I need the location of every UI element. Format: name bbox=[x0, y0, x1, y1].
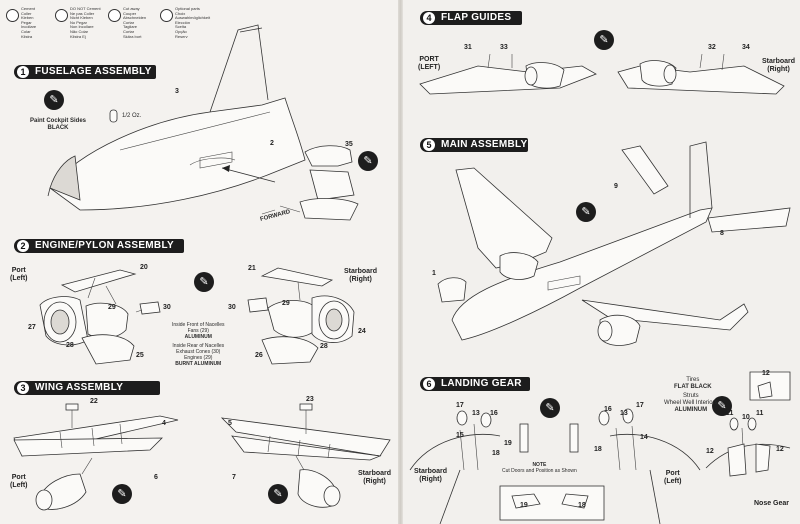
optional-icon bbox=[160, 9, 173, 22]
part-17: 17 bbox=[456, 402, 464, 409]
part-10: 10 bbox=[742, 414, 750, 421]
part-11: 11 bbox=[726, 410, 734, 417]
glue-tube-icon: ✎ bbox=[712, 396, 732, 416]
part-29: 29 bbox=[282, 300, 290, 307]
flap-port-drawing bbox=[419, 53, 597, 95]
part-12: 12 bbox=[762, 370, 770, 377]
part-35: 35 bbox=[345, 141, 353, 148]
weight-label: 1/2 Oz. bbox=[122, 113, 142, 119]
part-22: 22 bbox=[90, 398, 98, 405]
part-26: 26 bbox=[255, 352, 263, 359]
part-33: 33 bbox=[500, 44, 508, 51]
page-fold bbox=[398, 0, 403, 524]
part-23: 23 bbox=[306, 396, 314, 403]
port-label: PORT(LEFT) bbox=[418, 56, 441, 71]
main-assembly-drawing bbox=[437, 141, 791, 346]
part-16: 16 bbox=[490, 410, 498, 417]
part-20: 20 bbox=[140, 264, 148, 271]
port-label: Port(Left) bbox=[10, 267, 28, 282]
starboard-label: Starboard(Right) bbox=[344, 268, 378, 283]
glue-tube-icon: ✎ bbox=[594, 30, 614, 50]
part-11: 11 bbox=[756, 410, 764, 417]
port-label: Port(Left) bbox=[10, 474, 28, 489]
engine-starboard-drawing bbox=[247, 267, 355, 365]
part-13: 13 bbox=[472, 410, 480, 417]
part-28: 28 bbox=[320, 343, 328, 350]
part-18: 18 bbox=[492, 450, 500, 457]
no-glue-icon bbox=[55, 9, 68, 22]
part-4: 4 bbox=[162, 420, 166, 427]
part-5: 5 bbox=[228, 420, 232, 427]
part-2: 2 bbox=[270, 140, 274, 147]
brush-icon: ✎ bbox=[540, 398, 560, 418]
part-30: 30 bbox=[163, 304, 171, 311]
part-30: 30 bbox=[228, 304, 236, 311]
part-29: 29 bbox=[108, 304, 116, 311]
part-9: 9 bbox=[614, 183, 618, 190]
part-17: 17 bbox=[636, 402, 644, 409]
part-14: 14 bbox=[640, 434, 648, 441]
part-12: 12 bbox=[776, 446, 784, 453]
fuselage-drawing bbox=[47, 24, 359, 221]
part-24: 24 bbox=[358, 328, 366, 335]
glue-tube-icon: ✎ bbox=[112, 484, 132, 504]
glue-tube-icon: ✎ bbox=[268, 484, 288, 504]
part-19: 19 bbox=[504, 440, 512, 447]
starboard-label: Starboard(Right) bbox=[358, 470, 392, 485]
brush-icon: ✎ bbox=[44, 90, 64, 110]
part-27: 27 bbox=[28, 324, 36, 331]
part-13: 13 bbox=[620, 410, 628, 417]
glue-icon bbox=[6, 9, 19, 22]
part-18: 18 bbox=[578, 502, 586, 509]
part-7: 7 bbox=[232, 474, 236, 481]
part-3: 3 bbox=[175, 88, 179, 95]
part-32: 32 bbox=[708, 44, 716, 51]
brush-icon: ✎ bbox=[194, 272, 214, 292]
part-25: 25 bbox=[136, 352, 144, 359]
starboard-label: Starboard(Right) bbox=[414, 468, 448, 483]
wing-port-drawing bbox=[13, 403, 179, 511]
cut-icon bbox=[108, 9, 121, 22]
wing-starboard-drawing bbox=[220, 403, 391, 508]
part-8: 8 bbox=[720, 230, 724, 237]
nose-gear-label: Nose Gear bbox=[754, 500, 790, 507]
part-21: 21 bbox=[248, 265, 256, 272]
part-31: 31 bbox=[464, 44, 472, 51]
glue-tube-icon: ✎ bbox=[576, 202, 596, 222]
part-6: 6 bbox=[154, 474, 158, 481]
landing-gear-drawing bbox=[409, 371, 791, 524]
part-1: 1 bbox=[432, 270, 436, 277]
port-label: Port(Left) bbox=[664, 470, 682, 485]
part-28: 28 bbox=[66, 342, 74, 349]
engine-port-drawing bbox=[39, 269, 161, 365]
glue-tube-icon: ✎ bbox=[358, 151, 378, 171]
starboard-label: Starboard(Right) bbox=[762, 58, 796, 73]
part-18: 18 bbox=[594, 446, 602, 453]
part-12: 12 bbox=[706, 448, 714, 455]
part-15: 15 bbox=[456, 432, 464, 439]
part-34: 34 bbox=[742, 44, 750, 51]
part-19: 19 bbox=[520, 502, 528, 509]
part-16: 16 bbox=[604, 406, 612, 413]
flap-starboard-drawing bbox=[617, 53, 785, 95]
